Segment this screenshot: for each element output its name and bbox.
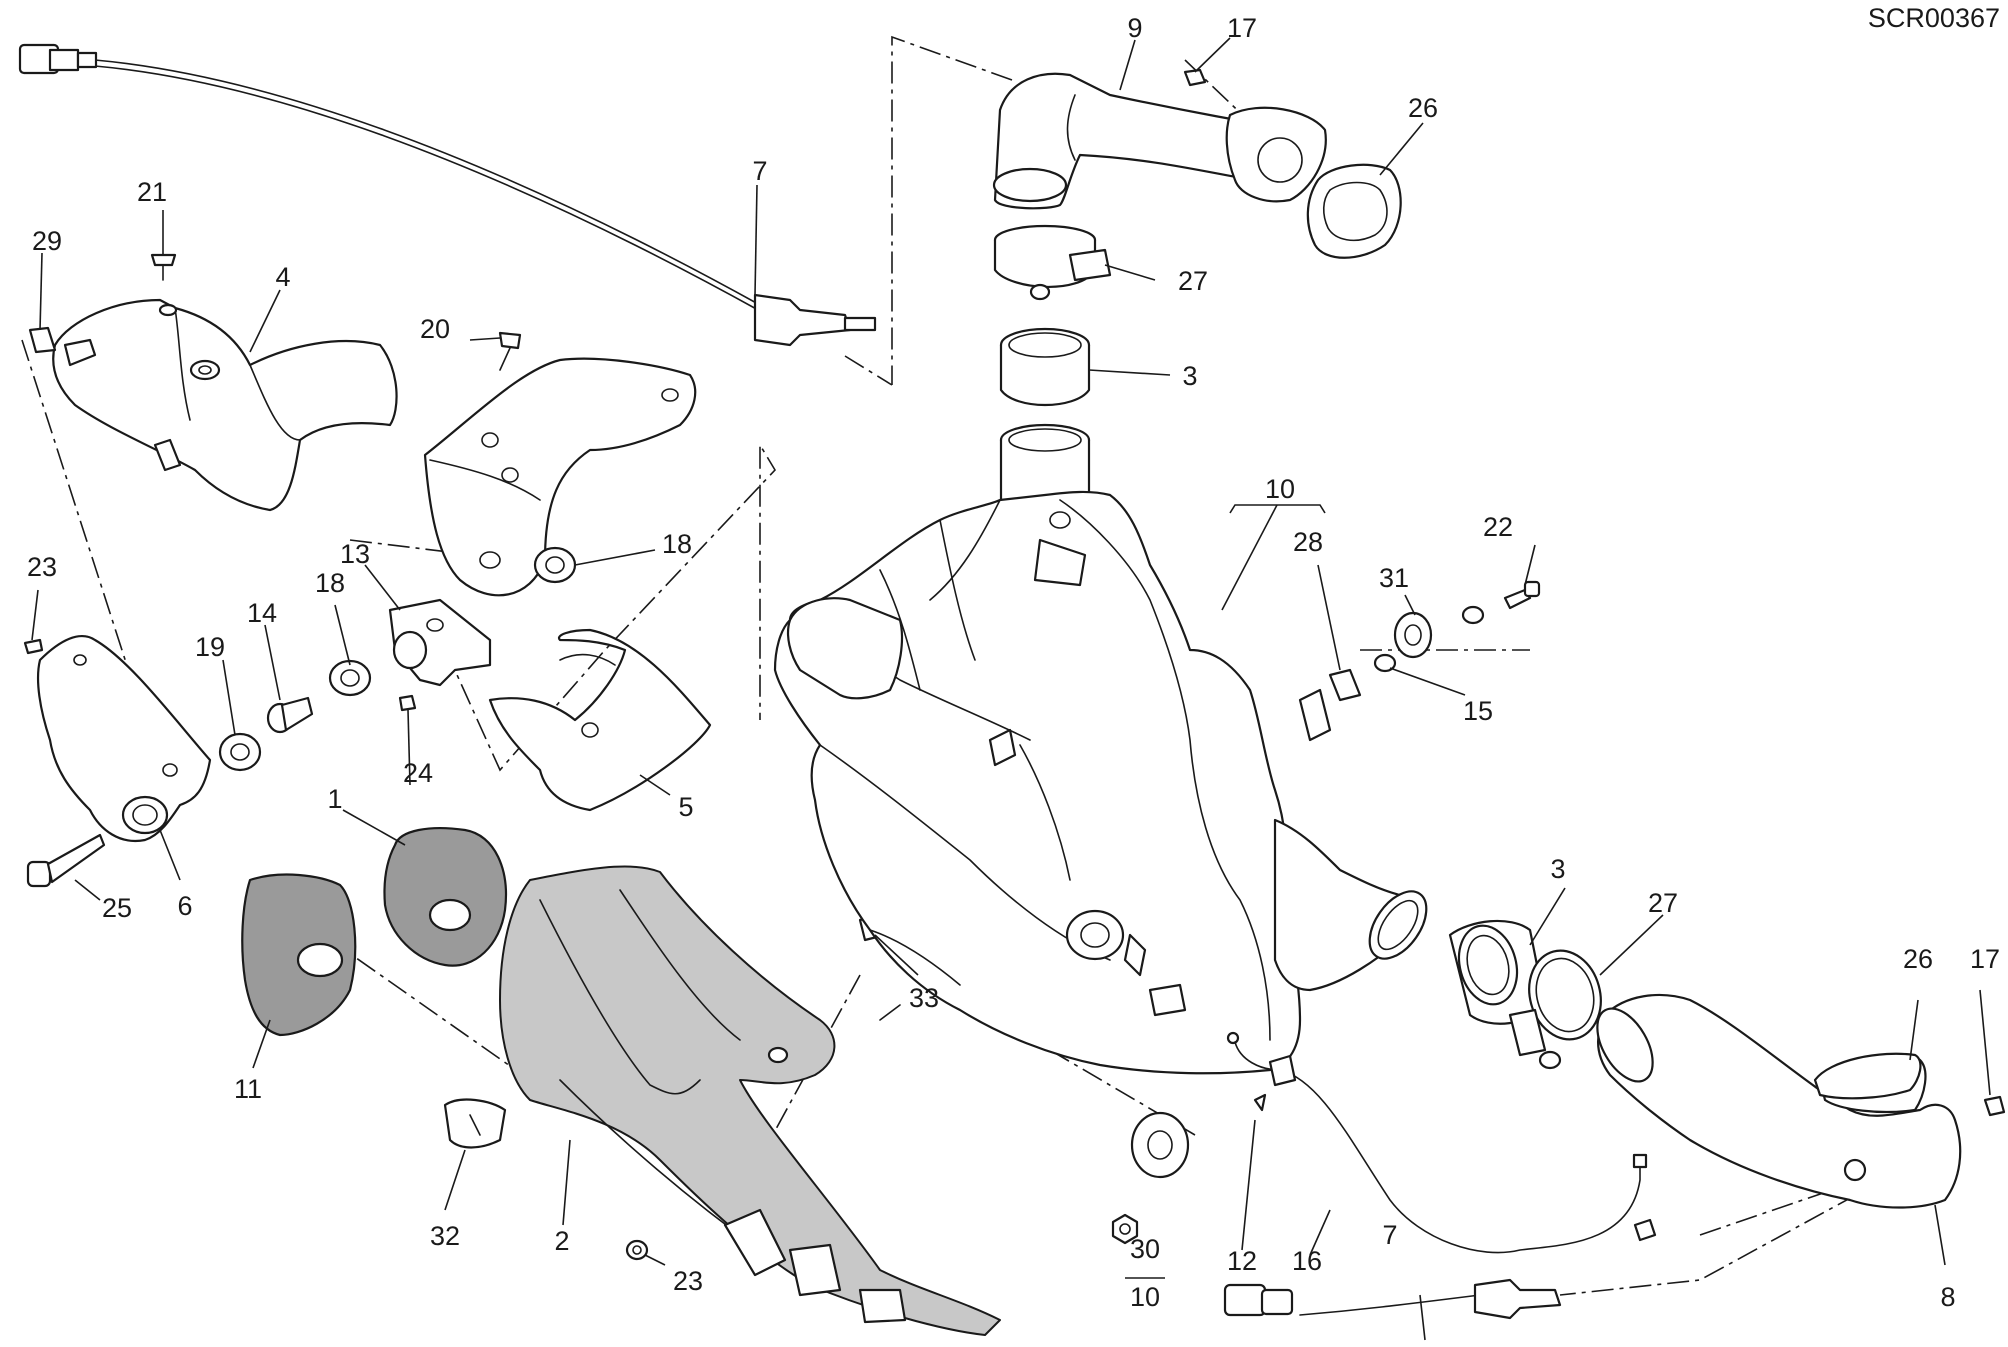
callout-30: 30 [1130,1234,1160,1264]
callout-12: 12 [1227,1246,1257,1276]
oxygen-sensor-upper [18,43,877,347]
callout-14: 14 [247,598,277,628]
boot-11 [241,873,357,1037]
clamp-27-upper [993,224,1112,301]
spacer-14 [266,696,314,734]
silencer-body-10 [773,423,1428,1075]
screw-21 [150,253,177,281]
screw-20 [469,331,522,371]
damper-31 [1393,611,1433,659]
callout-7-upper: 7 [752,156,767,186]
screw-24 [398,694,417,712]
ring-3-lower [1448,919,1547,1025]
callout-25: 25 [102,893,132,923]
callout-8: 8 [1940,1282,1955,1312]
nut-23-lower [625,1239,649,1261]
callout-9: 9 [1127,13,1142,43]
callout-17-lower: 17 [1970,944,2000,974]
oxygen-sensor-lower [1223,1278,1562,1320]
nut-17-upper [1183,68,1207,87]
callout-2: 2 [554,1226,569,1256]
callout-32: 32 [430,1221,460,1251]
gasket-26-upper [1306,163,1402,259]
callout-24: 24 [403,758,433,788]
heat-shield-lower-left [36,635,212,843]
callout-31: 31 [1379,563,1409,593]
callout-10-silencer: 10 [1265,474,1295,504]
callout-26-upper: 26 [1408,93,1438,123]
callout-3-upper: 3 [1182,361,1197,391]
callout-19: 19 [195,632,225,662]
grommet-19 [218,732,262,772]
bolt-25 [26,833,106,888]
callout-1: 1 [327,784,342,814]
callout-27-upper: 27 [1178,266,1208,296]
callout-6: 6 [177,891,192,921]
clamp-27-lower [1508,949,1602,1070]
boot-1 [383,827,507,967]
callout-4: 4 [275,262,290,292]
callout-23-upper: 23 [27,552,57,582]
callout-28: 28 [1293,527,1323,557]
callout-17-upper: 17 [1227,13,1257,43]
exhaust-pipe-upper-9 [992,72,1327,210]
callout-7-lower: 7 [1382,1220,1397,1250]
callout-16: 16 [1292,1246,1322,1276]
callout-15: 15 [1463,696,1493,726]
cable-16 [1226,1031,1657,1254]
callout-labels: 1 2 3 3 4 5 6 7 7 8 9 10 10 11 12 13 14 … [27,13,2000,1312]
callout-5: 5 [678,792,693,822]
callout-18-right: 18 [662,529,692,559]
heat-shield-upper [52,298,398,512]
exhaust-pipe-lower-8 [1596,993,1962,1209]
clip-28 [1328,668,1362,702]
plate-32 [443,1098,507,1149]
grommet-18-upper [533,546,577,584]
sensor-boss-30 [1111,1111,1190,1245]
washer-15 [1373,605,1485,673]
callout-20: 20 [420,314,450,344]
bracket-plate-13 [388,598,492,687]
lower-muffler-cover-2 [499,865,1001,1336]
nut-17-lower [1983,1095,2006,1117]
callout-11: 11 [234,1074,262,1104]
callout-29: 29 [32,226,62,256]
callout-23-lower: 23 [673,1266,703,1296]
drawing-code: SCR00367 [1868,3,2000,33]
callout-leader-lines [31,37,1991,1341]
callout-27-lower: 27 [1648,888,1678,918]
callout-21: 21 [137,177,167,207]
bolt-22 [1503,580,1541,610]
callout-3-lower: 3 [1550,854,1565,884]
callout-10-kit: 10 [1130,1282,1160,1312]
callout-33: 33 [909,983,939,1013]
callout-13: 13 [340,539,370,569]
callout-18-left: 18 [315,568,345,598]
grommet-18-lower [328,659,372,697]
clip-29 [28,326,57,354]
ring-3-upper [999,327,1091,406]
callout-22: 22 [1483,512,1513,542]
gasket-26-lower [1813,1052,1922,1100]
callout-26-lower: 26 [1903,944,1933,974]
heat-shield-small-5 [488,628,712,812]
exhaust-bracket [423,357,697,597]
screw-23-left [23,638,44,655]
